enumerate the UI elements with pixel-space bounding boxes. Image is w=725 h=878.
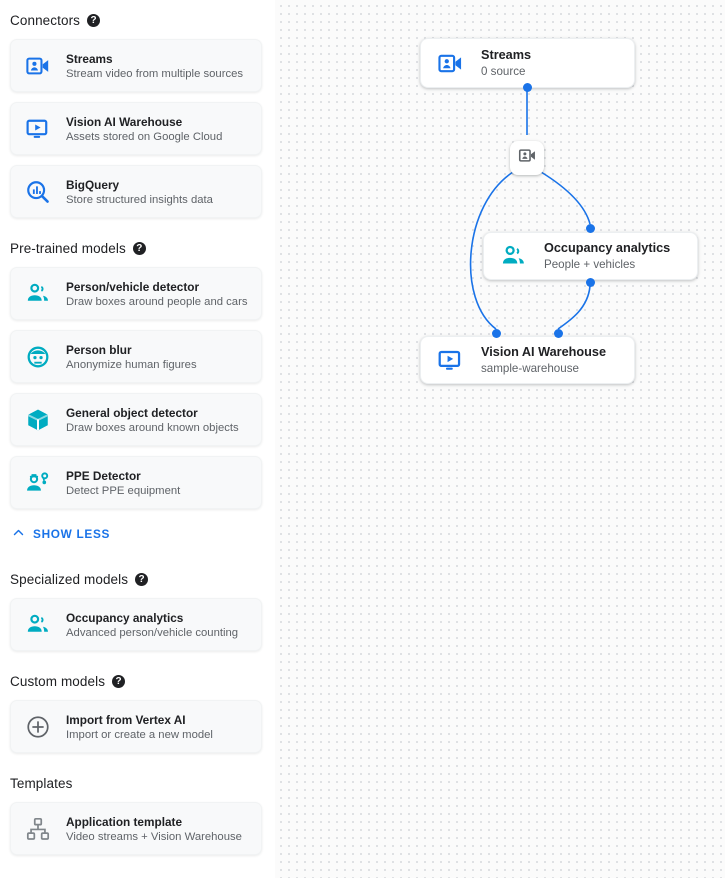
card-title: Import from Vertex AI [66,712,186,727]
canvas-node-occupancy-analytics[interactable]: Occupancy analytics People + vehicles [483,232,698,280]
video-camera-person-icon [518,146,537,170]
card-subtitle: Detect PPE equipment [66,484,181,497]
section-title: Custom models [10,674,106,689]
section-title: Templates [10,776,73,791]
pipeline-canvas[interactable]: Streams 0 source [275,0,725,878]
edge-occupancy-to-warehouse [557,285,591,330]
section-header-custom-models: Custom models? [0,674,126,689]
show-less-toggle[interactable]: SHOW LESS [0,525,110,543]
card-subtitle: Import or create a new model [66,728,213,741]
help-icon[interactable]: ? [135,573,149,586]
monitor-play-icon [435,345,465,375]
section-header-connectors: Connectors? [0,13,101,28]
port-streams-output[interactable] [523,83,532,92]
show-less-label: SHOW LESS [33,527,111,541]
edge-hub-to-warehouse [469,171,514,330]
card-title: BigQuery [66,177,120,192]
card-subtitle: Assets stored on Google Cloud [66,130,223,143]
card-title: Application template [66,814,183,829]
canvas-node-stream-hub[interactable] [510,141,544,175]
card-title: PPE Detector [66,468,141,483]
port-occupancy-input[interactable] [586,224,595,233]
section-title: Pre-trained models [10,241,126,256]
card-title: Vision AI Warehouse [66,114,183,129]
people-group-icon [498,241,528,271]
person-blur-face-icon [25,344,51,370]
bigquery-magnifier-icon [25,179,51,205]
node-title: Vision AI Warehouse [481,345,607,359]
plus-circle-icon [25,714,51,740]
card-subtitle: Draw boxes around known objects [66,421,239,434]
card-subtitle: Stream video from multiple sources [66,67,244,80]
people-group-icon [25,281,51,307]
card-title: General object detector [66,405,198,420]
card-title: Occupancy analytics [66,610,184,625]
port-occupancy-output[interactable] [586,278,595,287]
card-subtitle: Video streams + Vision Warehouse [66,830,242,843]
port-warehouse-input-left[interactable] [492,329,501,338]
node-subtitle: People + vehicles [544,258,636,271]
help-icon[interactable]: ? [112,675,126,688]
cube-box-icon [25,407,51,433]
ppe-worker-icon [25,470,51,496]
node-title: Occupancy analytics [544,241,671,255]
help-icon[interactable]: ? [132,242,146,255]
card-title: Person blur [66,342,132,357]
card-subtitle: Store structured insights data [66,193,213,206]
section-header-pre-trained-models: Pre-trained models? [0,241,146,256]
edge-layer [469,64,591,330]
section-header-templates: Templates [0,776,72,791]
card-title: Person/vehicle detector [66,279,200,294]
hierarchy-template-icon [25,816,51,842]
card-title: Streams [66,51,113,66]
port-warehouse-input-right[interactable] [554,329,563,338]
monitor-play-icon [25,116,51,142]
section-header-specialized-models: Specialized models? [0,572,149,587]
section-title: Connectors [10,13,81,28]
video-camera-person-icon [25,53,51,79]
section-title: Specialized models [10,572,129,587]
video-camera-person-icon [435,48,465,78]
edge-hub-to-occupancy [540,171,591,225]
node-title: Streams [481,48,532,62]
card-subtitle: Draw boxes around people and cars [66,295,248,308]
node-subtitle: sample-warehouse [481,362,579,375]
node-subtitle: 0 source [481,65,526,78]
canvas-node-streams[interactable]: Streams 0 source [420,38,635,88]
canvas-node-vision-ai-warehouse[interactable]: Vision AI Warehouse sample-warehouse [420,336,635,384]
people-group-icon [25,612,51,638]
help-icon[interactable]: ? [87,14,101,27]
chevron-up-icon [11,525,26,543]
card-subtitle: Anonymize human figures [66,358,197,371]
card-subtitle: Advanced person/vehicle counting [66,626,239,639]
